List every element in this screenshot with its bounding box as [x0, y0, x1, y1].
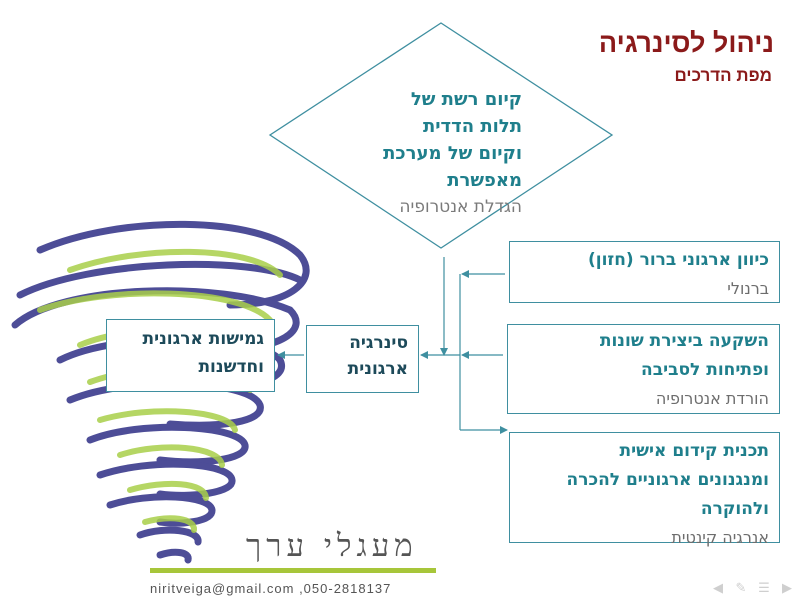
- page-title: ניהול לסינרגיה: [598, 28, 774, 58]
- diamond-subtext: הגדלת אנטרופיה: [399, 197, 522, 217]
- synergy-line: סינרגיה: [349, 333, 408, 353]
- vision-main: כיוון ארגוני ברור (חזון): [587, 250, 769, 270]
- synergy-box: סינרגיה ארגונית: [306, 325, 419, 393]
- investment-box: השקעה ביצירת שונות ופתיחות לסביבה הורדת …: [507, 324, 780, 414]
- page-subtitle: מפת הדרכים: [674, 66, 772, 85]
- menu-icon[interactable]: ☰: [758, 581, 770, 596]
- contact-info: niritveiga@gmail.com ,050-2818137: [150, 581, 392, 596]
- diamond-line: וקיום של מערכת: [383, 143, 522, 164]
- arrow-left-icon[interactable]: ◀: [713, 581, 723, 596]
- investment-line: ופתיחות לסביבה: [641, 360, 769, 380]
- investment-sub: הורדת אנטרופיה: [655, 389, 769, 408]
- diamond-line: תלות הדדית: [422, 116, 522, 137]
- plan-line: ומנגנונים ארגוניים להכרה: [566, 470, 769, 490]
- vision-sub: ברנולי: [727, 279, 769, 298]
- flexibility-box: גמישות ארגונית וחדשנות: [106, 319, 275, 392]
- arrow-right-icon[interactable]: ▶: [782, 581, 792, 596]
- flexibility-line: גמישות ארגונית: [142, 329, 264, 349]
- plan-sub: אנרגיה קינטית: [671, 528, 769, 547]
- diamond-line: מאפשרת: [447, 170, 522, 191]
- diamond-shape: [268, 22, 614, 249]
- green-divider: [150, 568, 436, 573]
- diamond-line: קיום רשת של: [410, 89, 522, 110]
- pen-icon[interactable]: ✎: [735, 581, 747, 596]
- plan-line: תכנית קידום אישית: [619, 441, 769, 461]
- plan-box: תכנית קידום אישית ומנגנונים ארגוניים להכ…: [509, 432, 780, 547]
- flexibility-line: וחדשנות: [198, 357, 264, 377]
- slide-nav: ◀ ✎ ☰ ▶: [711, 582, 794, 596]
- vision-box: כיוון ארגוני ברור (חזון) ברנולי: [509, 241, 780, 303]
- investment-line: השקעה ביצירת שונות: [599, 331, 769, 351]
- synergy-line: ארגונית: [347, 359, 408, 379]
- logo-text: מעגלי ערך: [246, 528, 418, 564]
- plan-line: ולהוקרה: [700, 499, 769, 519]
- diamond-text: קיום רשת של תלות הדדית וקיום של מערכת מא…: [383, 86, 522, 221]
